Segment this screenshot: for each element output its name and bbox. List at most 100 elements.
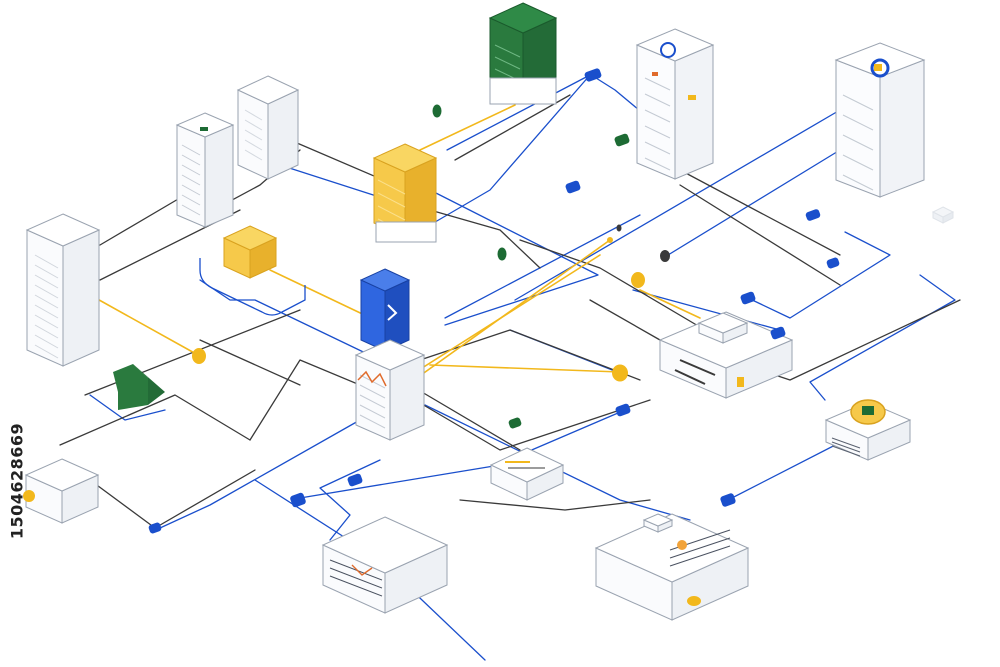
connector-line — [446, 74, 591, 151]
connector-line — [459, 499, 651, 511]
connector-line — [429, 364, 621, 373]
center-rack-slot — [359, 394, 386, 409]
connector-line — [414, 399, 651, 451]
small-rack-slot — [181, 184, 201, 196]
small-rack-left-face — [176, 124, 206, 228]
connector-line — [519, 409, 626, 456]
connector-line — [269, 269, 376, 321]
yellow-db-band — [377, 205, 406, 221]
connector-line — [159, 419, 361, 529]
center-rack-top-face — [354, 339, 426, 371]
bottom-terminal-card-top-face — [594, 513, 750, 583]
right-rack-left-face — [835, 59, 881, 198]
left-tower-slot — [34, 344, 59, 359]
connector-line — [299, 464, 501, 499]
right-rack-badge-icon — [870, 58, 890, 78]
coin-icon-mark — [862, 406, 874, 415]
top-rack-led — [652, 72, 658, 76]
white-tower-slot — [244, 129, 263, 141]
connector-line — [429, 74, 591, 226]
connector-line — [589, 299, 661, 341]
green-flag — [113, 364, 165, 410]
yellow-db-band — [377, 192, 406, 208]
connector-line — [747, 231, 891, 319]
small-rack-slot — [181, 164, 201, 176]
small-rack-slot — [181, 204, 201, 216]
connector-dots — [23, 68, 840, 606]
top-rack-top-face — [635, 28, 715, 62]
connector-node-dot — [687, 596, 701, 606]
center-rack — [354, 339, 426, 441]
top-rack-slot — [644, 77, 671, 91]
coin-card — [824, 399, 912, 461]
right-rack-right-face — [879, 59, 925, 198]
router — [489, 447, 565, 501]
connector-line — [727, 439, 846, 501]
connector-line — [639, 289, 701, 319]
log-card-text — [329, 567, 383, 589]
right-rack-slot — [842, 174, 874, 191]
yellow-cube-loop — [199, 258, 306, 316]
left-tower-slot — [34, 314, 59, 329]
router-top-face — [489, 447, 565, 483]
small-rack-led — [200, 127, 208, 131]
connector-node-dot — [497, 247, 507, 261]
white-tower-right-face — [267, 89, 299, 180]
top-rack-slot — [644, 125, 671, 139]
top-rack-slot — [644, 93, 671, 107]
connector-line — [679, 169, 841, 256]
yellow-db-stack — [372, 143, 438, 243]
connector-node-dot — [612, 364, 628, 382]
connector-line — [429, 209, 541, 269]
terminal-status-dot — [677, 540, 687, 550]
green-server-base — [489, 77, 557, 105]
green-flag-fold — [133, 364, 165, 405]
log-card-text — [329, 575, 383, 597]
left-tower-slot — [34, 254, 59, 269]
left-tower-right-face — [62, 229, 100, 367]
terminal-screen — [642, 513, 674, 533]
connector-line — [519, 239, 706, 331]
coin-card-text — [831, 441, 861, 453]
monitor-card-text — [679, 359, 716, 376]
left-tower-top-face — [25, 213, 101, 247]
connector-node-dot — [148, 522, 162, 534]
white-tower-slot — [244, 139, 263, 151]
connector-node-dot — [805, 209, 821, 221]
yellow-db-stack-top-face — [372, 143, 438, 173]
right-rack-slot — [842, 134, 874, 151]
blue-compute-node — [359, 268, 411, 352]
connector-node-dot — [432, 104, 442, 118]
connector-line — [444, 214, 641, 319]
connector-line — [424, 404, 691, 521]
green-server-slot — [494, 56, 521, 70]
center-rack-chart-icon — [357, 370, 387, 387]
center-rack-slot — [359, 414, 386, 429]
connector-line — [454, 94, 571, 161]
connector-node-dot — [347, 473, 363, 487]
top-rack — [635, 28, 715, 180]
left-tower-slot — [34, 274, 59, 289]
small-rack-slot — [181, 174, 201, 186]
right-rack-slot — [842, 94, 874, 111]
connector-node-dot — [740, 291, 756, 305]
connector-line — [249, 359, 361, 441]
ghost-box-top-face — [931, 206, 955, 218]
blue-compute-node-left-face — [360, 279, 386, 352]
top-rack-right-face — [674, 44, 714, 180]
connector-line — [809, 274, 956, 401]
top-rack-left-face — [636, 44, 676, 180]
right-rack — [834, 42, 926, 198]
yellow-db-band — [377, 179, 406, 195]
right-rack-slot — [842, 154, 874, 171]
center-rack-slot — [359, 404, 386, 419]
green-server-stack — [488, 2, 558, 105]
connector-node-dot — [660, 250, 670, 262]
small-rack-top-face — [175, 112, 235, 138]
connector-line — [199, 279, 381, 361]
small-rack — [175, 112, 235, 228]
connector-line — [419, 329, 641, 381]
right-rack-badge-core — [874, 64, 882, 71]
connector-node-dot — [565, 180, 581, 194]
